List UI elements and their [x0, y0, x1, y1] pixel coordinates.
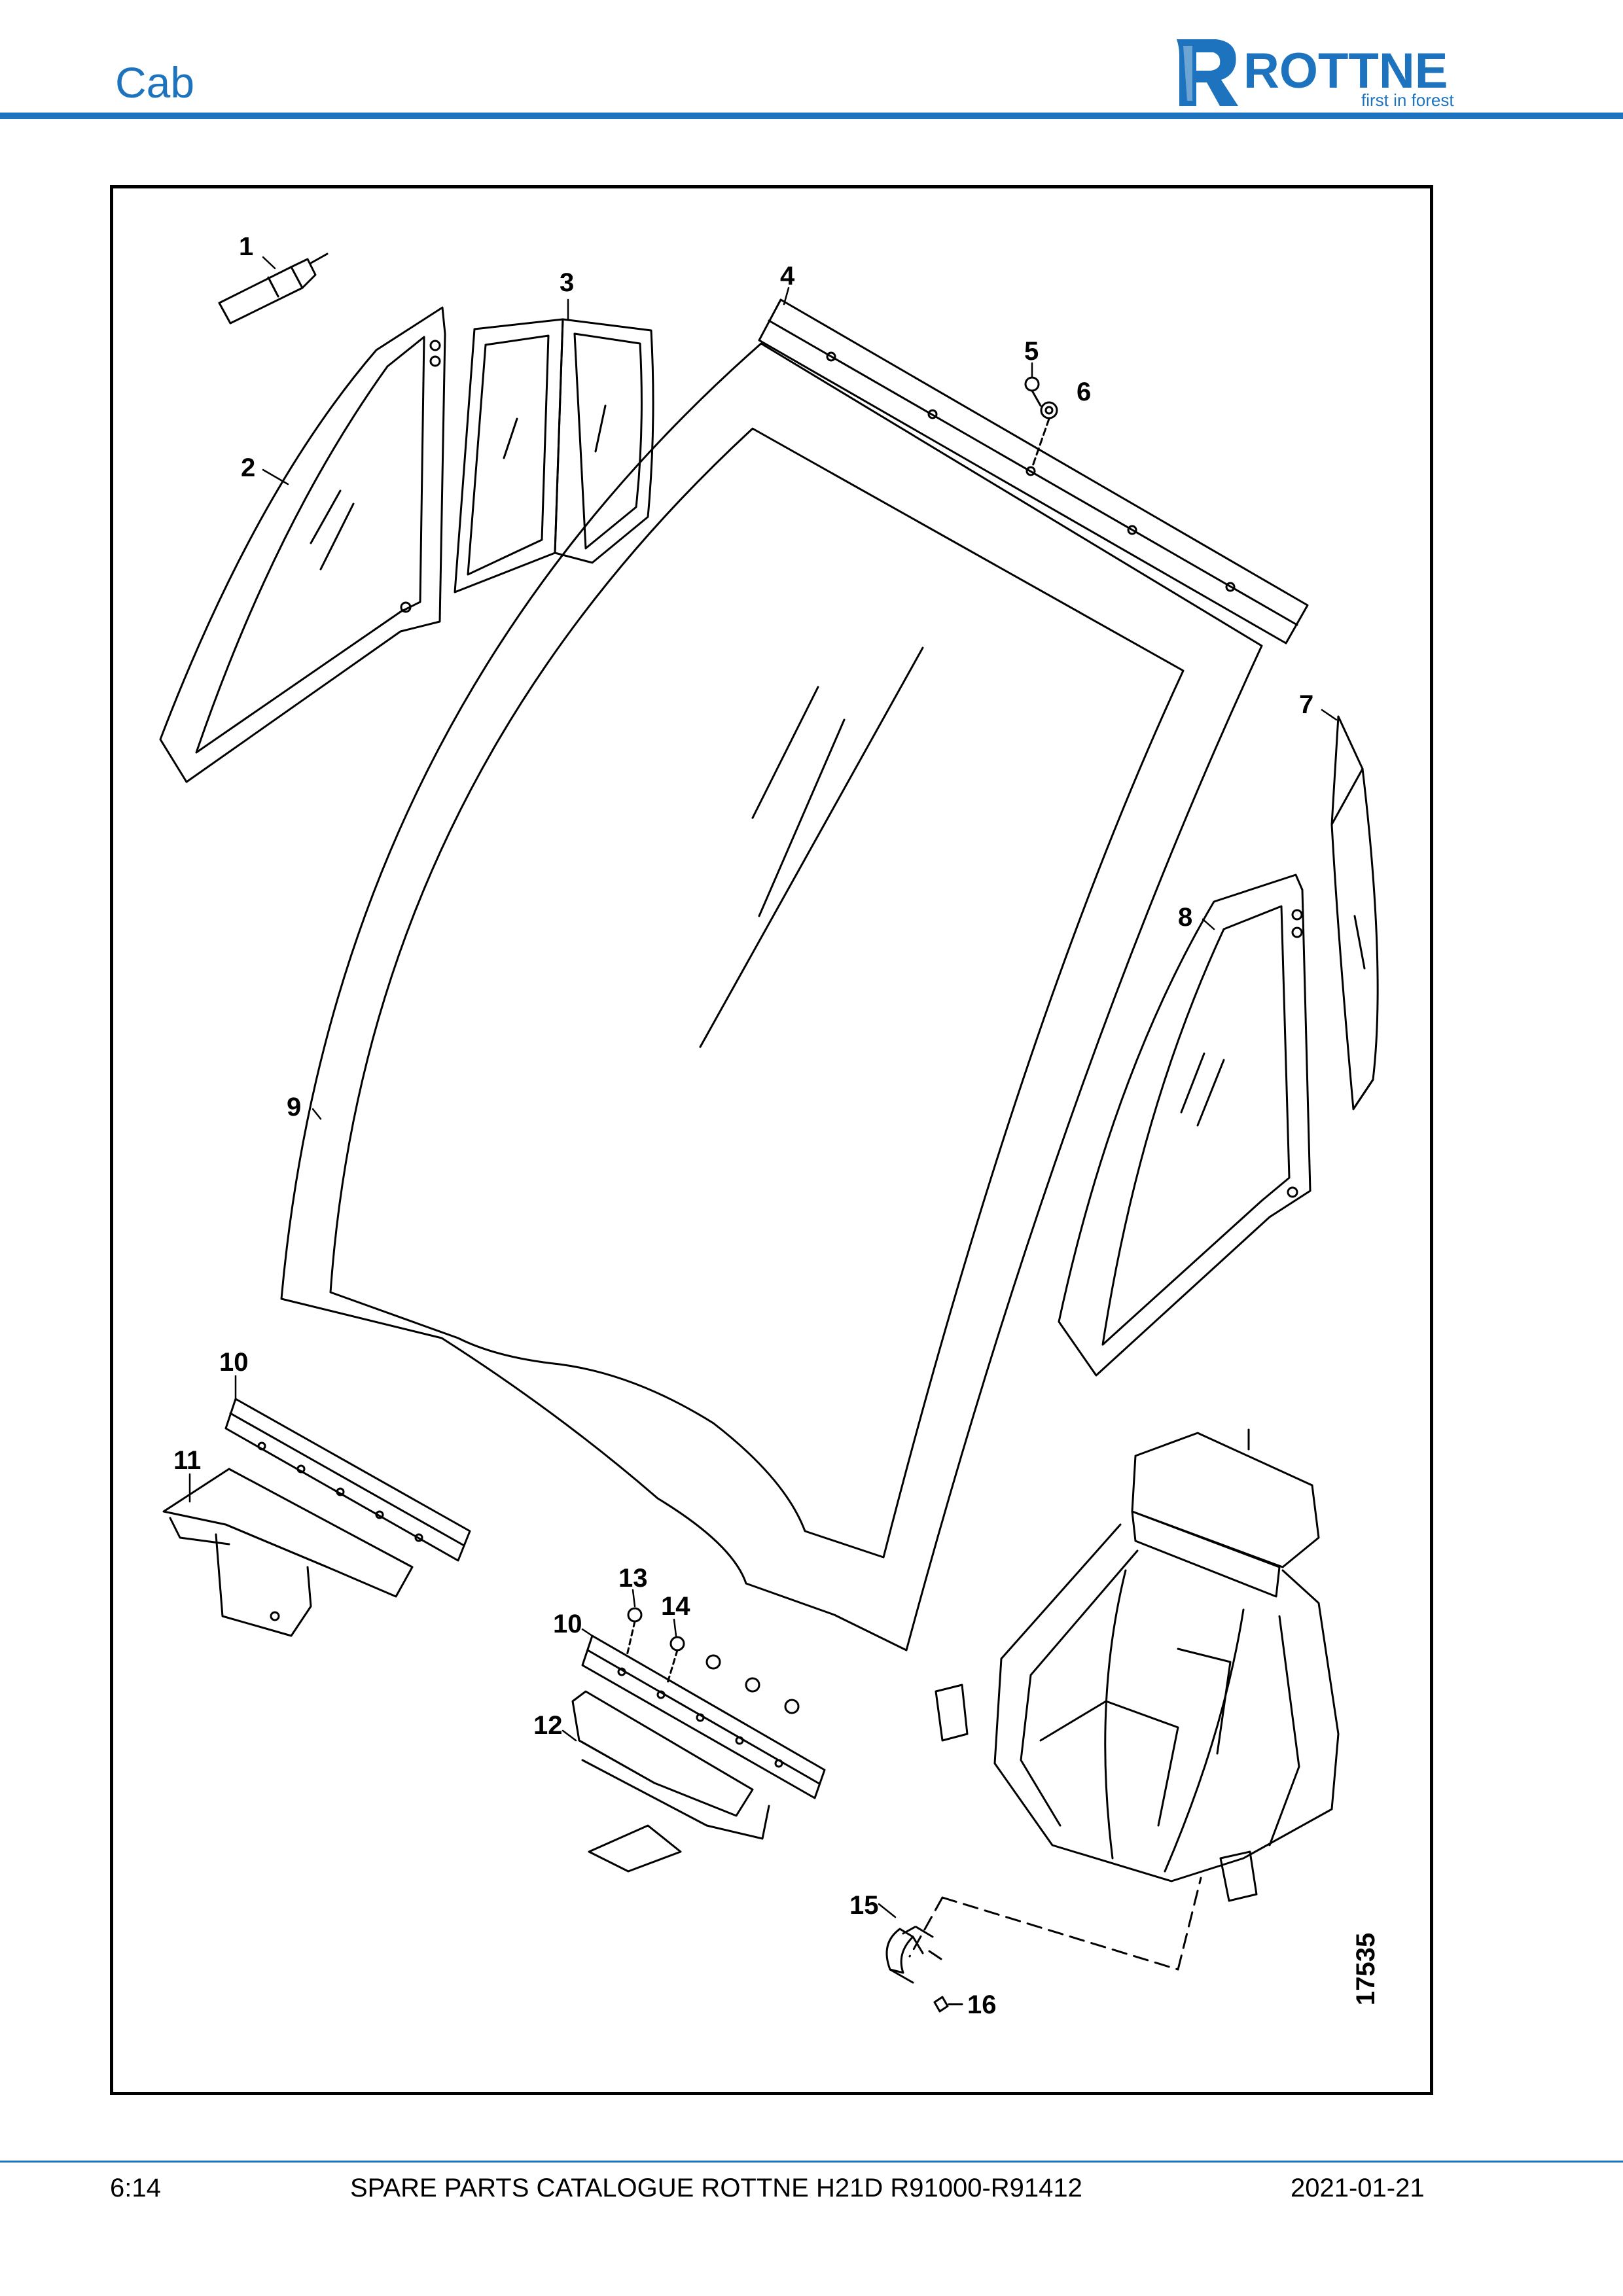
part-5-6-screw-washer: [1024, 376, 1058, 467]
diagram-frame: [110, 185, 1433, 2095]
callout-9: 9: [287, 1093, 301, 1122]
logo-wordmark: ROTTNE: [1243, 43, 1448, 99]
footer-catalogue-title: SPARE PARTS CATALOGUE ROTTNE H21D R91000…: [350, 2174, 1082, 2202]
rottne-logo-mark: [1177, 39, 1238, 106]
part-11-step-left: [162, 1468, 414, 1637]
part-1-sealant-tube: [218, 253, 329, 325]
callout-6: 6: [1077, 378, 1091, 406]
callout-16: 16: [967, 1990, 997, 2019]
footer-page-number: 6:14: [110, 2174, 161, 2202]
callout-7: 7: [1299, 690, 1313, 719]
part-2-left-side-window: [159, 306, 446, 783]
rottne-logo: ROTTNE first in forest: [1177, 39, 1454, 110]
callout-10-left: 10: [219, 1348, 249, 1377]
callout-10-right: 10: [553, 1610, 582, 1638]
callout-4: 4: [780, 262, 795, 291]
callout-15: 15: [849, 1891, 879, 1920]
section-title: Cab: [115, 58, 195, 107]
cab-assembly: [935, 1428, 1340, 1902]
part-4-top-strip: [758, 298, 1309, 645]
part-13-14-bolts: [626, 1607, 800, 1714]
callout-12: 12: [533, 1711, 563, 1740]
part-15-grab-handle: [885, 1926, 942, 1984]
part-12-step-right: [571, 1690, 770, 1873]
part-10-step-bracket-right: [581, 1634, 826, 1799]
part-7-door-window-strip: [1330, 715, 1379, 1110]
callout-5: 5: [1024, 337, 1039, 366]
footer-rule: [0, 2161, 1623, 2163]
callout-3: 3: [560, 268, 574, 297]
callout-2: 2: [241, 453, 255, 482]
drawing-number: 17535: [1351, 1933, 1380, 2005]
callout-1: 1: [239, 232, 253, 261]
callout-13: 13: [618, 1564, 648, 1593]
part-8-right-side-window: [1058, 874, 1311, 1377]
part-16-screw: [933, 1996, 963, 2013]
assembly-leader-lines: [908, 1877, 1202, 1971]
part-3-rear-window: [454, 318, 654, 593]
logo-tagline: first in forest: [1361, 90, 1454, 110]
callout-11: 11: [173, 1446, 201, 1475]
callout-8: 8: [1178, 903, 1192, 932]
part-9-windscreen: [280, 342, 1263, 1651]
callout-labels: 1 2 3 4 5 6 7 8 9 10 11 13 14 10 12 15 1…: [173, 232, 1313, 2019]
footer-date: 2021-01-21: [1291, 2174, 1425, 2202]
callout-leaders: [188, 256, 1338, 1918]
header-rule: [0, 113, 1623, 119]
part-10-step-bracket-left: [224, 1398, 471, 1562]
callout-14: 14: [661, 1592, 690, 1621]
